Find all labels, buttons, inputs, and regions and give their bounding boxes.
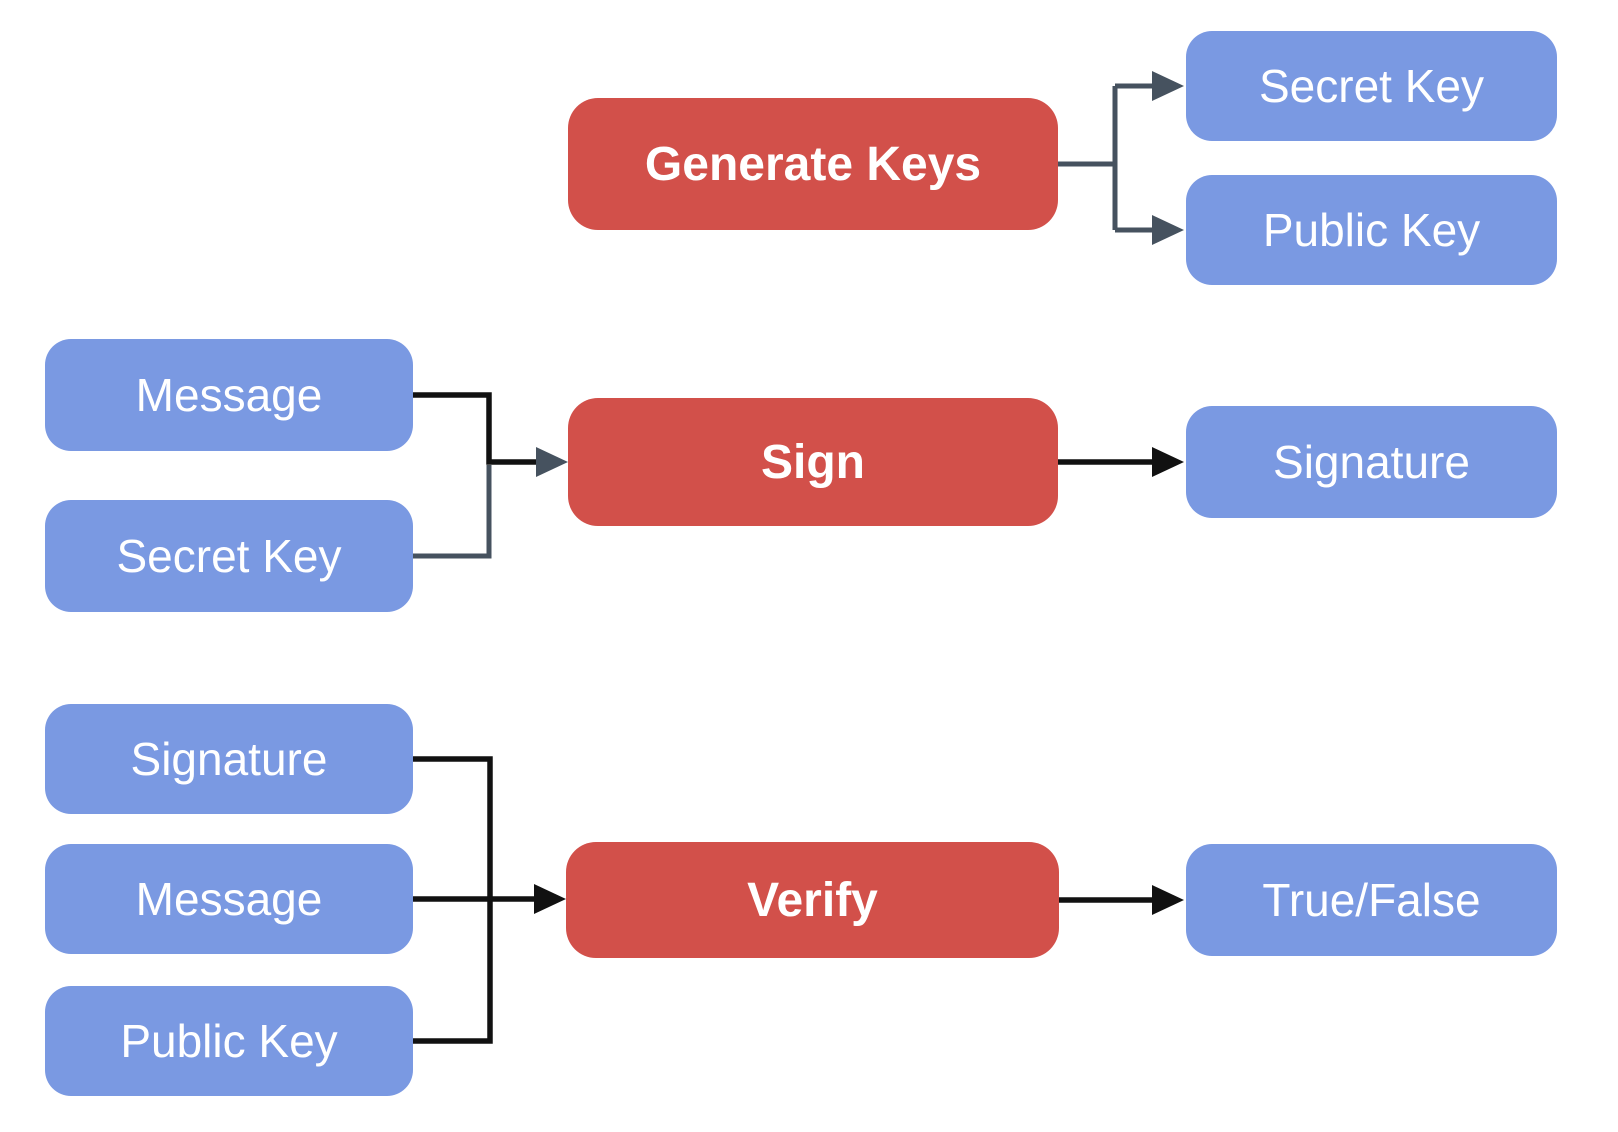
generate-keys-process-box: Generate Keys — [568, 98, 1058, 230]
public-key-output-box: Public Key — [1186, 175, 1557, 285]
sign-process-box: Sign — [568, 398, 1058, 526]
connector-secretkey-to-sign — [413, 447, 568, 559]
public-key-input-verify-box: Public Key — [45, 986, 413, 1096]
true-false-output-box: True/False — [1186, 844, 1557, 956]
message-input-sign-box: Message — [45, 339, 413, 451]
connector-sign-to-signature — [1058, 447, 1184, 477]
secret-key-output-box: Secret Key — [1186, 31, 1557, 141]
secret-key-input-sign-box: Secret Key — [45, 500, 413, 612]
connector-message-to-sign — [413, 392, 540, 465]
connector-verify-to-truefalse — [1059, 885, 1184, 915]
signature-input-verify-box: Signature — [45, 704, 413, 814]
message-input-verify-box: Message — [45, 844, 413, 954]
signature-output-box: Signature — [1186, 406, 1557, 518]
connector-verify-inputs — [413, 756, 566, 1044]
verify-process-box: Verify — [566, 842, 1059, 958]
connector-generate-to-keys — [1058, 71, 1184, 245]
